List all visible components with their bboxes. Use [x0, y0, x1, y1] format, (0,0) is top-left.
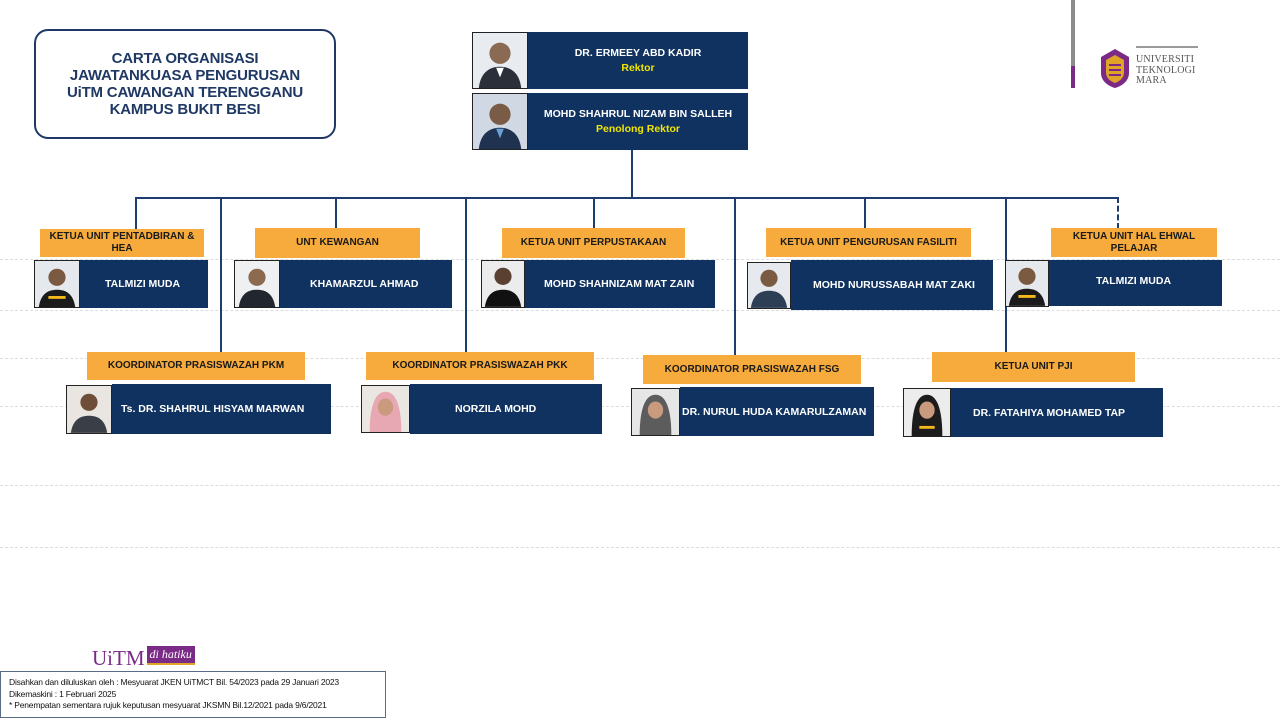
unit-label: KOORDINATOR PRASISWAZAH FSG — [643, 355, 861, 384]
connector-horizontal-bus — [135, 197, 1119, 199]
person-name: MOHD NURUSSABAH MAT ZAKI — [813, 279, 975, 291]
person-silhouette-icon — [1006, 261, 1048, 306]
chart-title-box: CARTA ORGANISASI JAWATANKUASA PENGURUSAN… — [34, 29, 336, 139]
person-photo — [472, 93, 528, 150]
slogan-tag: di hatiku — [146, 646, 195, 665]
chart-title-line: JAWATANKUASA PENGURUSAN — [69, 67, 301, 84]
rektor-box: DR. ERMEEY ABD KADIR Rektor — [528, 32, 748, 89]
logo-divider-accent — [1071, 66, 1075, 88]
person-name: MOHD SHAHRUL NIZAM BIN SALLEH — [543, 108, 733, 120]
person-name: Ts. DR. SHAHRUL HISYAM MARWAN — [121, 403, 305, 415]
person-role: Rektor — [621, 62, 655, 74]
unit-label: KOORDINATOR PRASISWAZAH PKM — [87, 352, 305, 380]
unit-label: KETUA UNIT HAL EHWAL PELAJAR — [1051, 228, 1217, 257]
person-photo — [747, 262, 791, 309]
person-box: TALMIZI MUDA — [1049, 260, 1222, 306]
guide-line — [0, 485, 1280, 486]
connector-main-trunk — [631, 148, 633, 198]
person-box: MOHD NURUSSABAH MAT ZAKI — [791, 260, 993, 310]
unit-label: KETUA UNIT PENGURUSAN FASILITI — [766, 228, 971, 257]
person-photo — [1005, 260, 1049, 307]
person-hijab-icon — [362, 386, 409, 432]
person-role: Penolong Rektor — [595, 123, 680, 135]
person-box: Ts. DR. SHAHRUL HISYAM MARWAN — [112, 384, 331, 434]
person-name: DR. NURUL HUDA KAMARULZAMAN — [682, 405, 867, 418]
connector-drop — [135, 197, 137, 229]
footer-line: * Penempatan sementara rujuk keputusan m… — [9, 700, 327, 710]
connector-drop-long — [220, 197, 222, 353]
wordmark-line: MARA — [1136, 75, 1167, 86]
footer-line: Disahkan dan diluluskan oleh : Mesyuarat… — [9, 677, 339, 687]
person-silhouette-icon — [235, 261, 279, 307]
person-hijab-icon — [632, 389, 679, 435]
person-photo — [66, 385, 112, 434]
person-name: DR. FATAHIYA MOHAMED TAP — [973, 406, 1126, 419]
person-box: KHAMARZUL AHMAD — [280, 260, 452, 308]
person-photo — [903, 388, 951, 437]
person-silhouette-icon — [473, 33, 527, 88]
footer-line: Dikemaskini : 1 Februari 2025 — [9, 688, 117, 699]
person-name: TALMIZI MUDA — [105, 278, 181, 290]
person-photo — [34, 260, 80, 308]
person-photo — [472, 32, 528, 89]
person-box: DR. FATAHIYA MOHAMED TAP — [951, 388, 1163, 437]
chart-title-line: KAMPUS BUKIT BESI — [109, 101, 261, 118]
person-name: DR. ERMEEY ABD KADIR — [574, 47, 702, 59]
connector-drop — [335, 197, 337, 229]
person-silhouette-icon — [473, 94, 527, 149]
person-silhouette-icon — [748, 263, 790, 308]
person-name: MOHD SHAHNIZAM MAT ZAIN — [544, 278, 695, 290]
connector-drop-dashed — [1117, 197, 1119, 229]
person-box: DR. NURUL HUDA KAMARULZAMAN — [680, 387, 874, 436]
connector-drop-long — [465, 197, 467, 353]
person-name: TALMIZI MUDA — [1096, 275, 1172, 287]
connector-drop-long — [734, 197, 736, 355]
logo-divider-bar — [1071, 0, 1075, 88]
person-box: NORZILA MOHD — [410, 384, 602, 434]
unit-label: KETUA UNIT PJI — [932, 352, 1135, 382]
unit-label: KOORDINATOR PRASISWAZAH PKK — [366, 352, 594, 380]
person-photo — [234, 260, 280, 308]
person-silhouette-icon — [482, 261, 524, 307]
logo-script-decoration — [1136, 46, 1198, 52]
slogan-main: UiTM — [92, 646, 145, 670]
guide-line — [0, 358, 1280, 359]
person-photo — [361, 385, 410, 433]
uitm-crest-icon — [1101, 49, 1129, 88]
connector-drop — [593, 197, 595, 229]
person-box: TALMIZI MUDA — [80, 260, 208, 308]
person-silhouette-icon — [35, 261, 79, 307]
person-silhouette-icon — [67, 386, 111, 433]
person-box: MOHD SHAHNIZAM MAT ZAIN — [525, 260, 715, 308]
chart-title-line: UiTM CAWANGAN TERENGGANU — [66, 84, 304, 101]
footer-note-box: Disahkan dan diluluskan oleh : Mesyuarat… — [0, 671, 386, 718]
person-name: KHAMARZUL AHMAD — [310, 278, 419, 290]
person-photo — [631, 388, 680, 436]
wordmark-line: UNIVERSITI — [1136, 54, 1195, 65]
guide-line — [0, 547, 1280, 548]
unit-label: UNT KEWANGAN — [255, 228, 420, 258]
penolong-rektor-box: MOHD SHAHRUL NIZAM BIN SALLEH Penolong R… — [528, 93, 748, 150]
uitm-di-hatiku-logo: UiTM di hatiku — [92, 645, 195, 669]
guide-line — [0, 310, 1280, 311]
person-photo — [481, 260, 525, 308]
chart-title-line: CARTA ORGANISASI — [111, 50, 259, 67]
unit-label: KETUA UNIT PENTADBIRAN & HEA — [40, 229, 204, 257]
guide-line — [0, 259, 1280, 260]
person-hijab-icon — [904, 389, 950, 436]
uitm-wordmark: UNIVERSITI TEKNOLOGI MARA — [1136, 54, 1196, 87]
person-name: NORZILA MOHD — [455, 403, 537, 415]
connector-drop — [864, 197, 866, 229]
unit-label: KETUA UNIT PERPUSTAKAAN — [502, 228, 685, 258]
wordmark-line: TEKNOLOGI — [1136, 64, 1196, 76]
